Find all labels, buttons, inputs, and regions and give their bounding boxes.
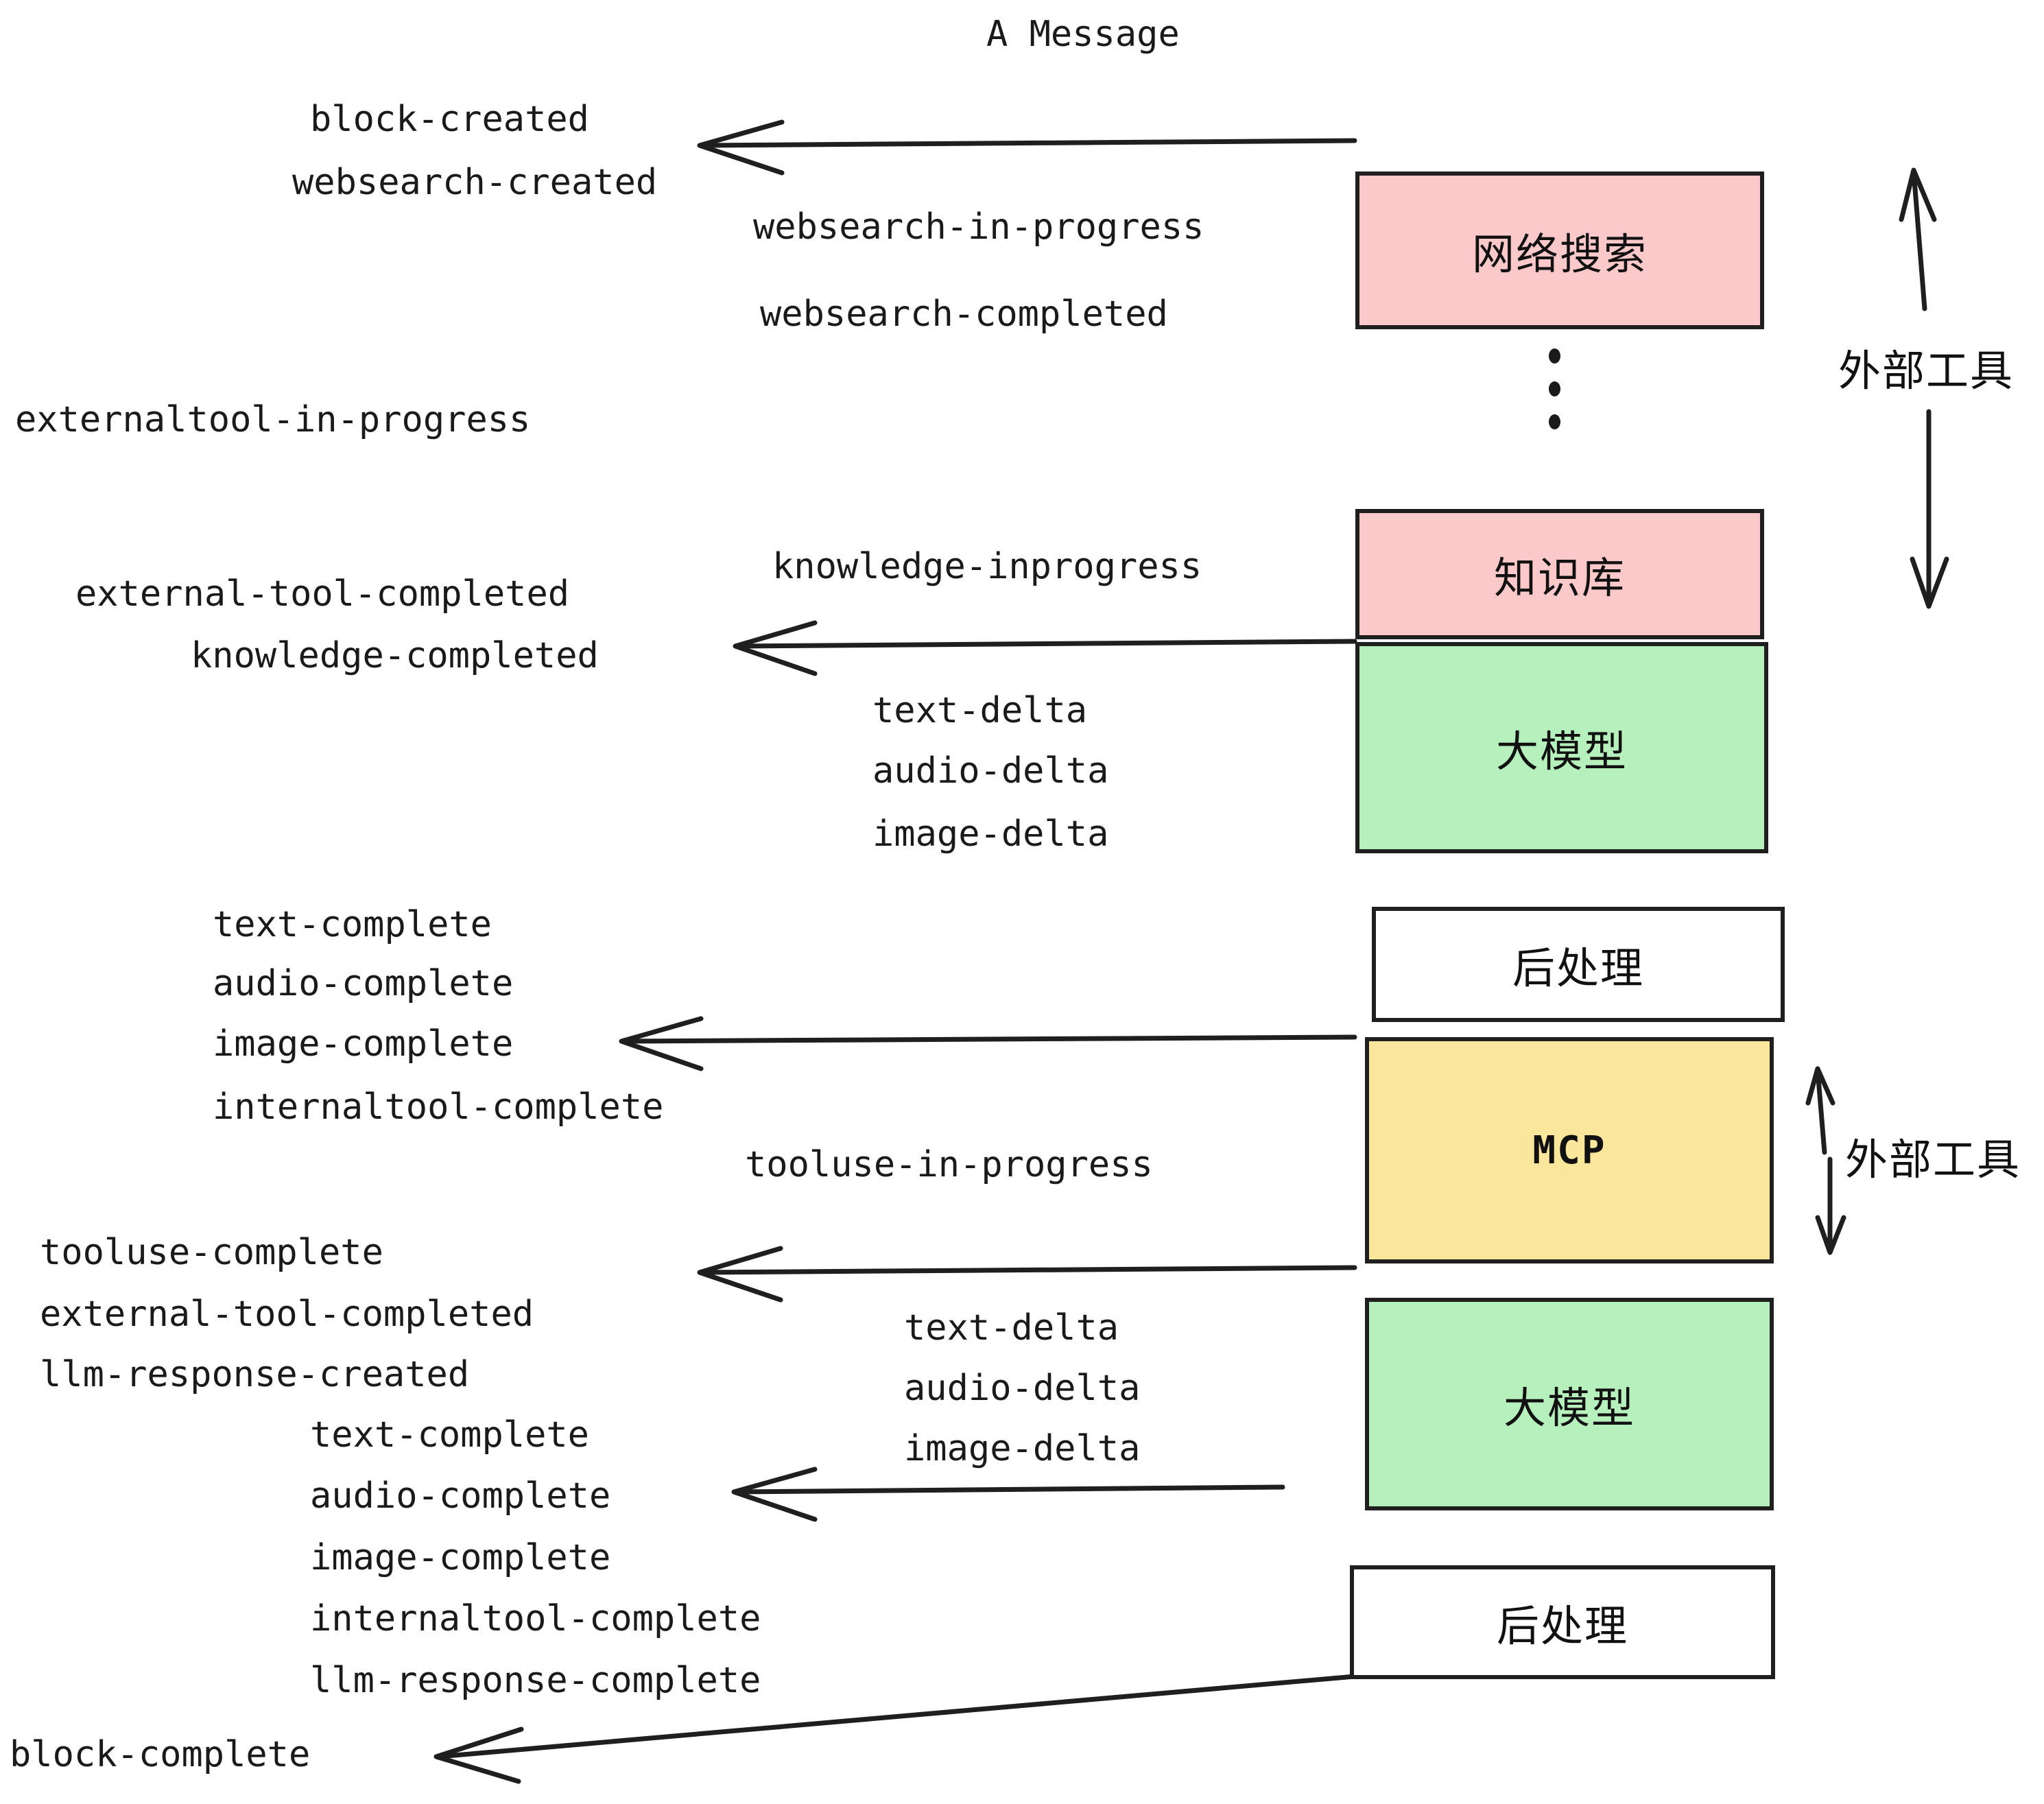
event-external-tool-completed-1: external-tool-completed [75, 573, 570, 615]
arrowhead-mcp-to-toolusecomplete [697, 1246, 783, 1303]
event-block-complete: block-complete [10, 1734, 311, 1775]
box-mcp[interactable]: MCP [1365, 1037, 1774, 1263]
event-image-complete-1: image-complete [213, 1023, 514, 1065]
box-llm-2-label: 大模型 [1503, 1383, 1635, 1433]
arrowhead-websearch-to-blockcreated [697, 119, 785, 176]
arrow-knowledge-to-knowledgecompleted [735, 639, 1357, 649]
event-websearch-completed: websearch-completed [760, 294, 1168, 335]
box-llm-1[interactable]: 大模型 [1355, 642, 1768, 853]
event-text-delta-1: text-delta [872, 690, 1088, 731]
event-audio-complete-2: audio-complete [310, 1475, 611, 1517]
box-postprocess-1[interactable]: 后处理 [1372, 907, 1785, 1022]
box-knowledge-base-label: 知识库 [1493, 553, 1626, 603]
bracket-bottom-up-line [1815, 1067, 1827, 1155]
event-tooluse-complete: tooluse-complete [40, 1232, 383, 1273]
box-mcp-label: MCP [1532, 1128, 1606, 1173]
box-web-search-label: 网络搜索 [1471, 229, 1648, 279]
arrowhead-knowledge-to-knowledgecompleted [733, 620, 818, 676]
event-image-delta-1: image-delta [872, 814, 1109, 855]
event-image-delta-2: image-delta [904, 1428, 1141, 1469]
event-externaltool-in-progress: externaltool-in-progress [15, 399, 531, 440]
event-audio-delta-2: audio-delta [904, 1368, 1141, 1409]
event-llm-response-complete: llm-response-complete [310, 1660, 761, 1701]
arrowhead-llm2-to-audiocomplete [731, 1467, 818, 1522]
event-audio-delta-1: audio-delta [872, 750, 1109, 792]
event-block-created: block-created [310, 99, 589, 140]
ellipsis-dot [1549, 381, 1560, 396]
arrowhead-llm-to-imagecomplete [619, 1016, 704, 1071]
event-internaltool-complete-1: internaltool-complete [213, 1087, 664, 1128]
event-text-complete-2: text-complete [310, 1414, 589, 1456]
bracket-top-up-line [1911, 169, 1927, 311]
event-websearch-in-progress: websearch-in-progress [753, 206, 1204, 248]
side-label-external-tools-bottom: 外部工具 [1845, 1135, 2021, 1185]
ellipsis-dot [1549, 414, 1560, 429]
arrow-llm2-to-audiocomplete [733, 1484, 1285, 1495]
box-postprocess-1-label: 后处理 [1512, 943, 1644, 993]
event-text-delta-2: text-delta [904, 1307, 1119, 1349]
box-postprocess-2-label: 后处理 [1496, 1601, 1628, 1651]
event-knowledge-inprogress: knowledge-inprogress [772, 546, 1202, 587]
event-llm-response-created: llm-response-created [40, 1354, 470, 1395]
vertical-ellipsis [1549, 348, 1560, 429]
arrow-mcp-to-toolusecomplete [698, 1265, 1357, 1275]
bracket-bottom-up-head [1805, 1066, 1835, 1106]
arrow-websearch-to-blockcreated [698, 138, 1357, 148]
box-knowledge-base[interactable]: 知识库 [1355, 509, 1764, 639]
box-llm-1-label: 大模型 [1495, 726, 1628, 776]
ellipsis-dot [1549, 348, 1560, 364]
side-label-external-tools-top: 外部工具 [1838, 346, 2015, 396]
arrow-llm-to-imagecomplete [620, 1034, 1357, 1044]
bracket-top-up-head [1899, 167, 1937, 222]
box-postprocess-2[interactable]: 后处理 [1350, 1565, 1775, 1679]
event-knowledge-completed: knowledge-completed [191, 635, 599, 676]
event-image-complete-2: image-complete [310, 1537, 611, 1578]
bracket-top-down-head [1910, 556, 1949, 609]
bracket-bottom-down-head [1815, 1215, 1846, 1255]
event-audio-complete-1: audio-complete [213, 963, 514, 1004]
event-external-tool-completed-2: external-tool-completed [40, 1294, 534, 1335]
box-llm-2[interactable]: 大模型 [1365, 1298, 1774, 1510]
arrowhead-postprocess-to-blockcomplete [433, 1726, 524, 1784]
event-websearch-created: websearch-created [292, 162, 658, 203]
event-tooluse-in-progress: tooluse-in-progress [745, 1144, 1153, 1185]
page-title: A Message [986, 14, 1180, 55]
box-web-search[interactable]: 网络搜索 [1355, 171, 1764, 329]
event-text-complete-1: text-complete [213, 904, 492, 945]
event-internaltool-complete-2: internaltool-complete [310, 1598, 761, 1639]
